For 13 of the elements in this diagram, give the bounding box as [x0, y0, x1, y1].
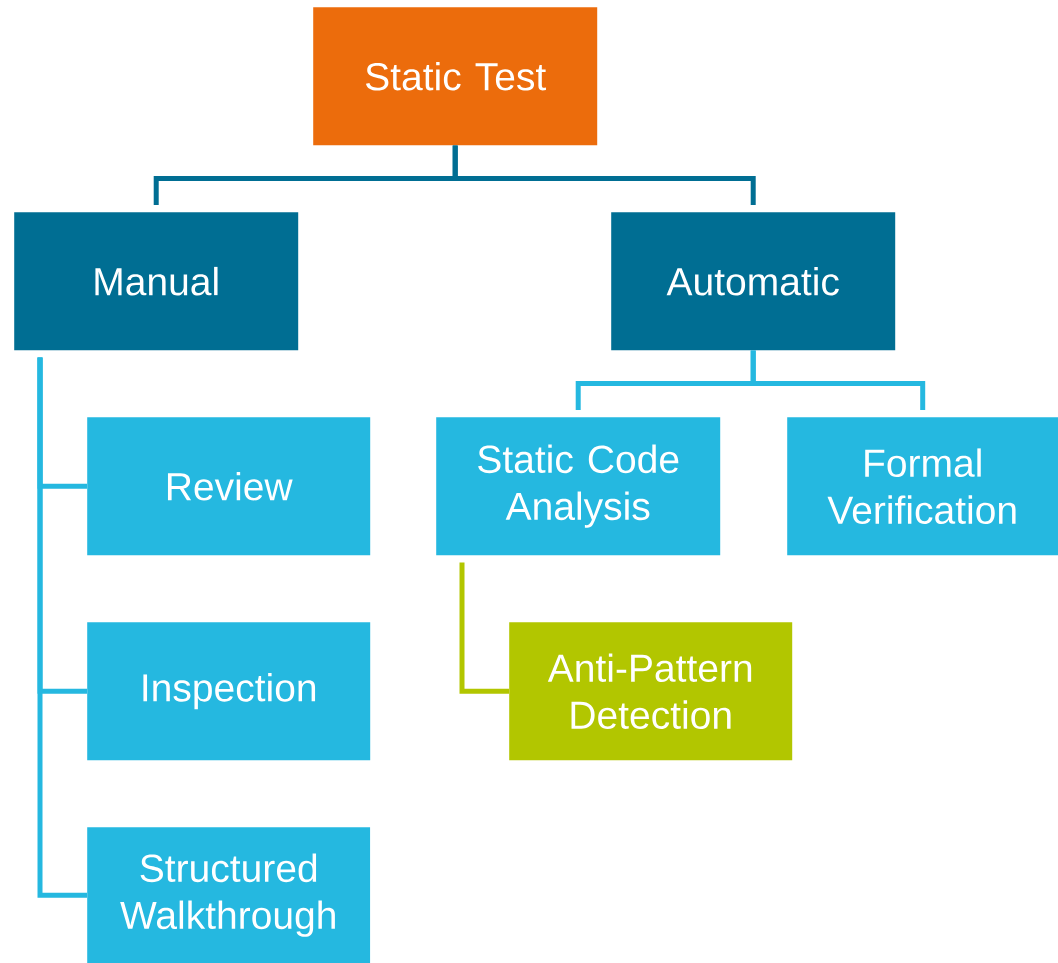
method-box: Structured Walkthrough	[87, 827, 371, 963]
connector-line	[452, 145, 756, 205]
category-box: Manual	[14, 212, 299, 351]
method-box: Inspection	[87, 622, 371, 761]
connector-line	[750, 350, 926, 410]
method-box: Review	[87, 417, 371, 556]
connector-line	[459, 562, 509, 694]
method-box: Static Code Analysis	[436, 417, 721, 556]
connector-line	[37, 357, 87, 898]
method-box: Formal Verification	[787, 417, 1058, 556]
category-box: Automatic	[611, 212, 896, 351]
category-box: Static Test	[313, 7, 598, 146]
technique-box: Anti-Pattern Detection	[509, 622, 793, 761]
